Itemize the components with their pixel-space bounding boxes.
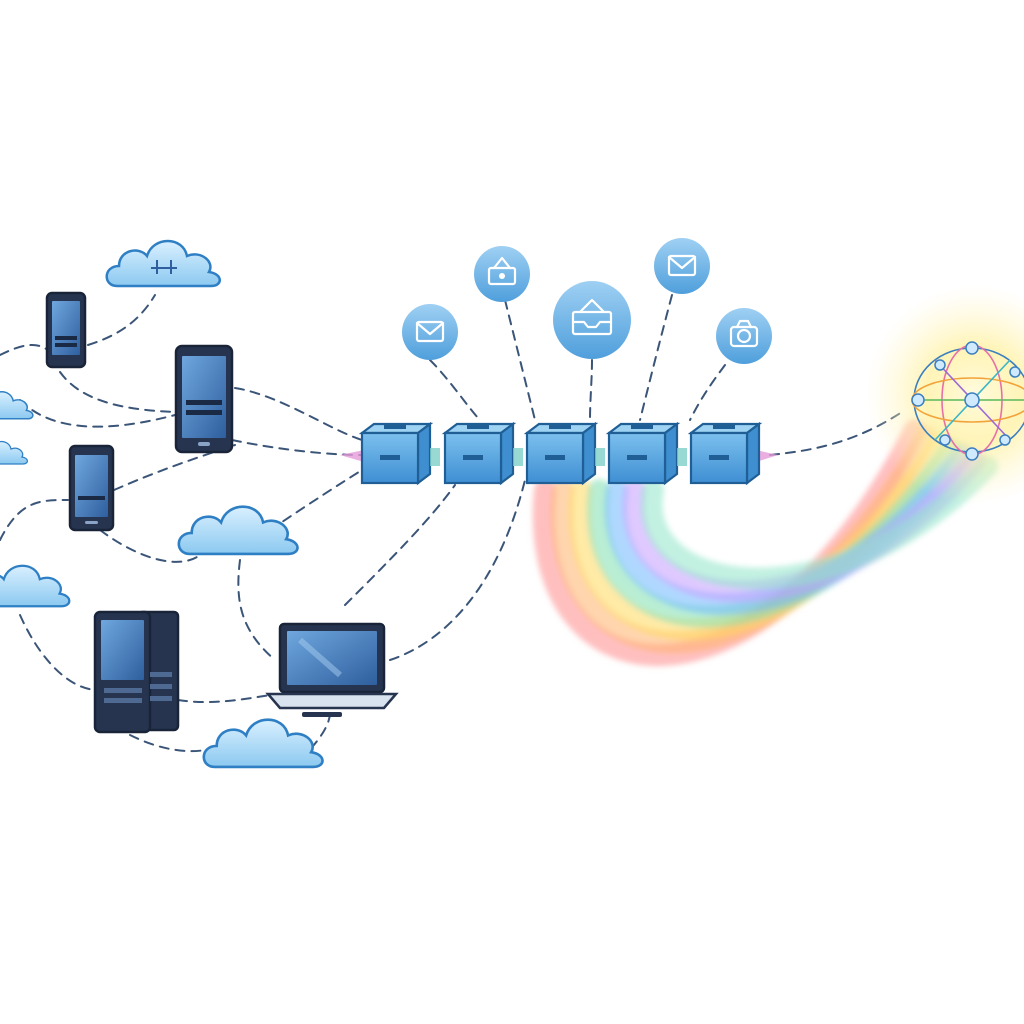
server-block-icon [358,421,440,486]
cloud-icon [0,440,28,465]
desktop-tower-icon [93,610,180,734]
devices [45,291,399,734]
server-block-icon [687,421,763,486]
data-flow-bands [532,419,998,667]
clouds [0,239,324,769]
cloud-icon [0,564,71,608]
cloud-icon [202,718,324,769]
data-flow-band [640,455,998,590]
inbox-icon [553,281,631,359]
server-block-icon [441,421,523,486]
network-globe-icon [911,341,1024,461]
block-chain [340,421,778,486]
service-icons [402,238,772,364]
laptop-icon [265,622,399,717]
server-block-icon [605,421,687,486]
cloud-icon [177,505,299,556]
mail-icon [402,304,458,360]
cloud-icon [105,239,221,288]
smartphone-icon [45,291,87,369]
tablet-icon [174,344,234,454]
mail-icon [654,238,710,294]
server-block-icon [523,421,605,486]
cloud-icon [0,391,34,420]
network-hub [865,285,1024,505]
smartphone-icon [68,444,115,532]
camera-icon [716,308,772,364]
package-icon [474,246,530,302]
